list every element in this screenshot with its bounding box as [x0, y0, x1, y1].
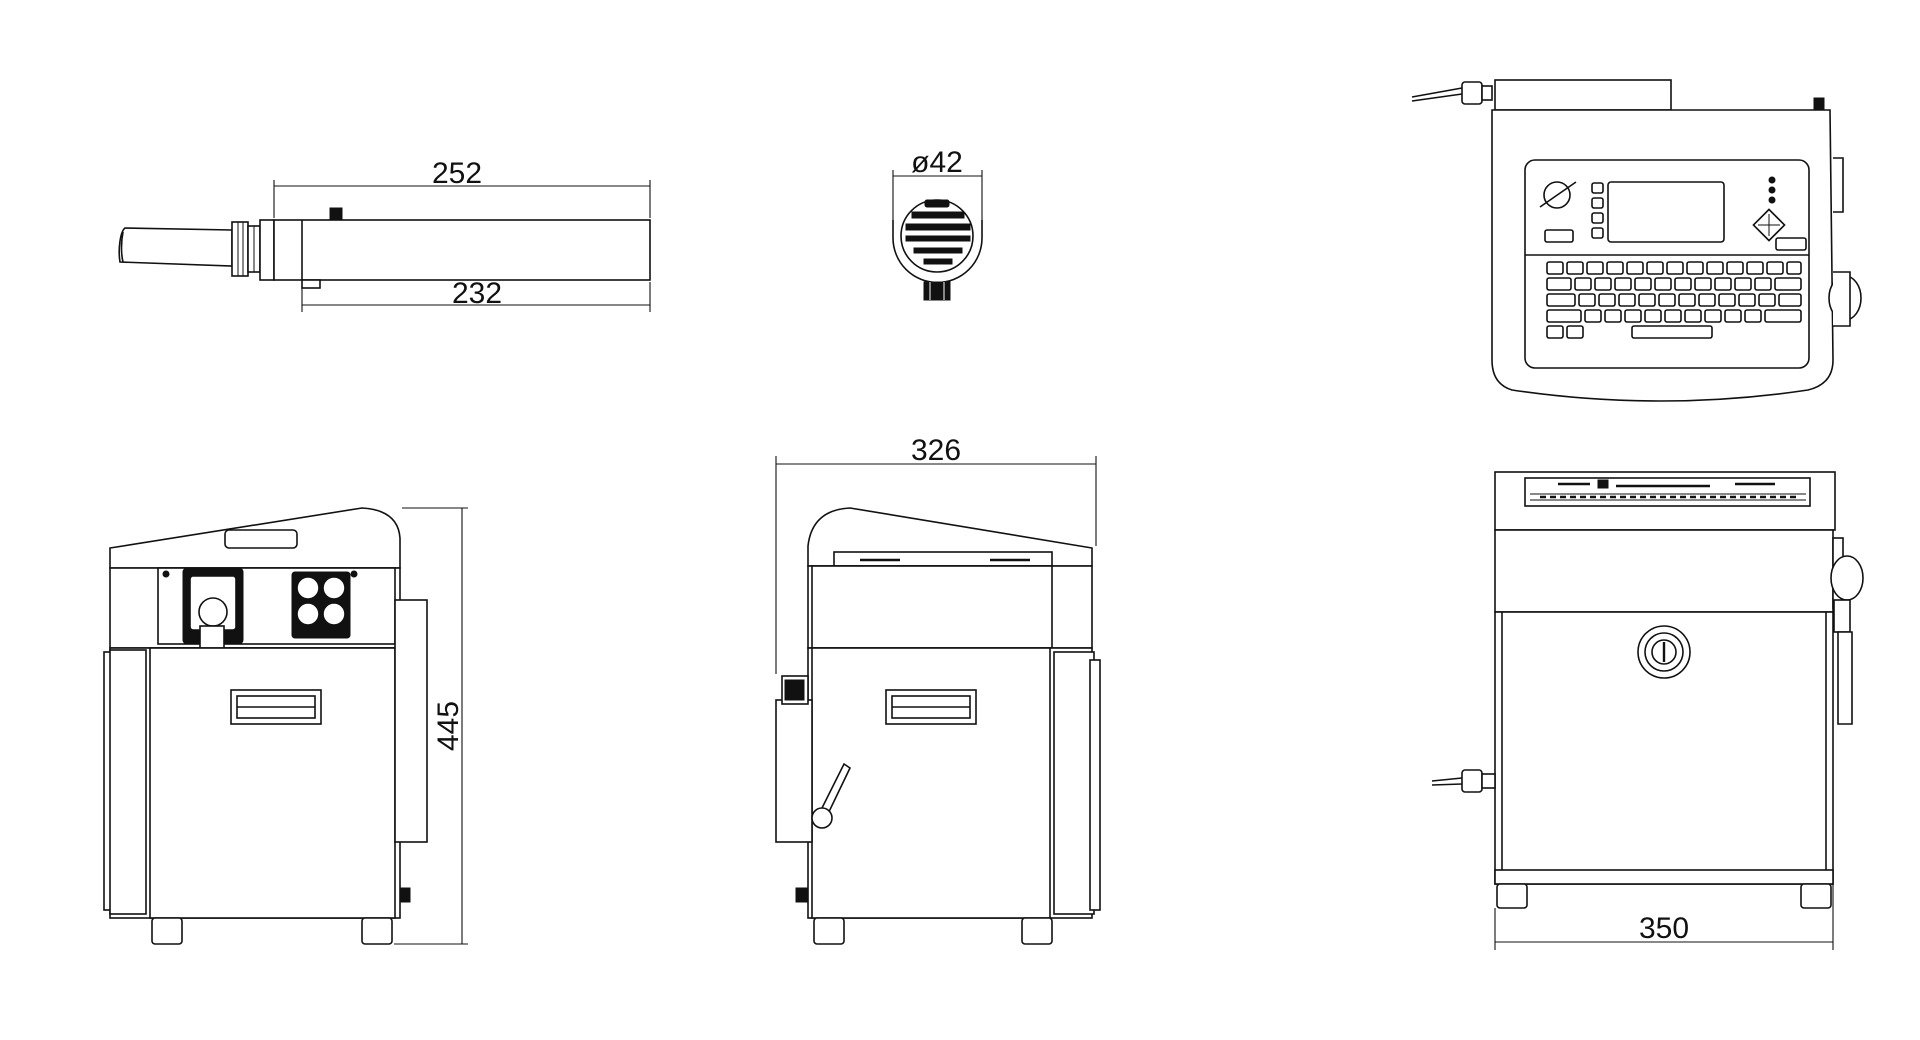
- keyboard-keys: [1546, 261, 1802, 339]
- dimension-326: 326: [911, 434, 961, 467]
- dimension-diameter-42: ø42: [911, 146, 963, 179]
- printhead-end-view: ø42: [892, 146, 983, 301]
- printhead-side-view: 252 232: [118, 157, 651, 312]
- top-view: [1411, 79, 1862, 402]
- dimension-445: 445: [432, 701, 465, 751]
- left-side-view: 445: [103, 507, 468, 945]
- dimension-232: 232: [452, 277, 502, 310]
- right-side-view: 326: [775, 434, 1101, 945]
- front-view: 350: [1431, 471, 1864, 950]
- dimension-252: 252: [432, 157, 482, 190]
- dimension-350: 350: [1639, 912, 1689, 945]
